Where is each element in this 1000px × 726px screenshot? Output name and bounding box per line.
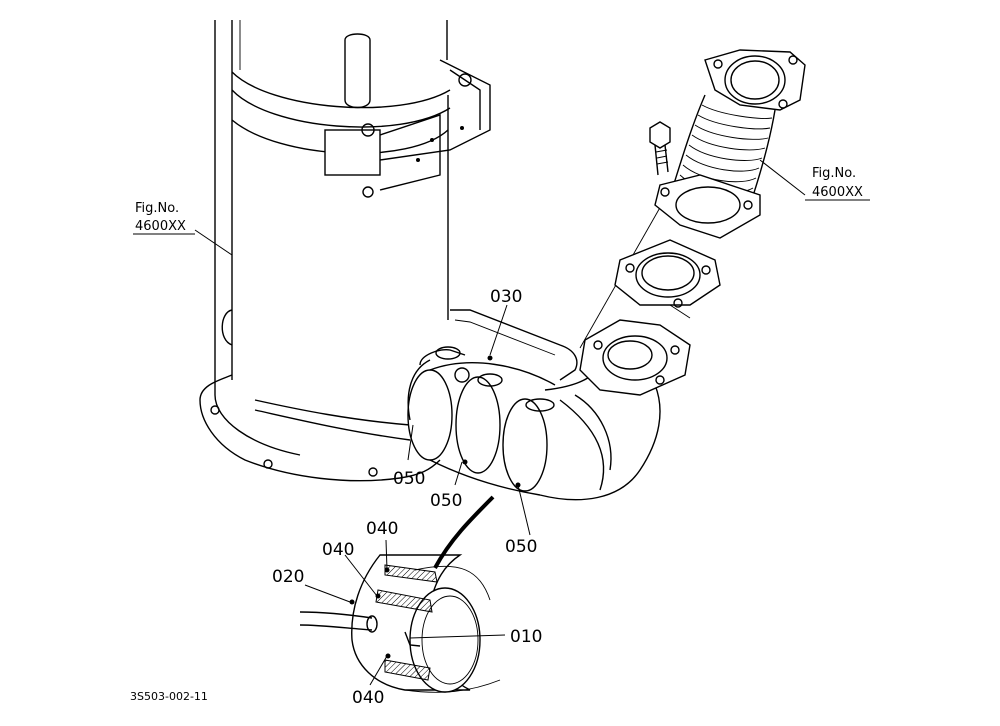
drawing-code: 3S503-002-11 — [130, 690, 208, 703]
fig-ref-right-line1: Fig.No. — [812, 166, 856, 181]
part-label-040-b: 040 — [322, 540, 354, 560]
leader-lines — [194, 159, 806, 686]
catalyst-ring-assembly — [299, 554, 501, 693]
mounting-bracket — [450, 309, 578, 381]
part-label-030: 030 — [490, 287, 522, 307]
part-label-050-a: 050 — [393, 469, 425, 489]
part-label-020: 020 — [272, 567, 304, 587]
explode-arrow — [433, 495, 495, 569]
fig-ref-right-line2: 4600XX — [812, 185, 863, 200]
fig-ref-left-line1: Fig.No. — [135, 201, 179, 216]
bolt — [649, 121, 671, 176]
part-label-040-a: 040 — [366, 519, 398, 539]
dpf-housing-cylinder — [199, 20, 491, 482]
part-label-040-c: 040 — [352, 688, 384, 708]
fig-ref-left-line2: 4600XX — [135, 219, 186, 234]
part-label-010: 010 — [510, 627, 542, 647]
inlet-pipe-section — [407, 346, 556, 496]
flexible-bellows-pipe — [654, 49, 806, 239]
gasket — [614, 239, 721, 319]
part-label-050-c: 050 — [505, 537, 537, 557]
part-label-050-b: 050 — [430, 491, 462, 511]
elbow-pipe — [539, 189, 691, 501]
